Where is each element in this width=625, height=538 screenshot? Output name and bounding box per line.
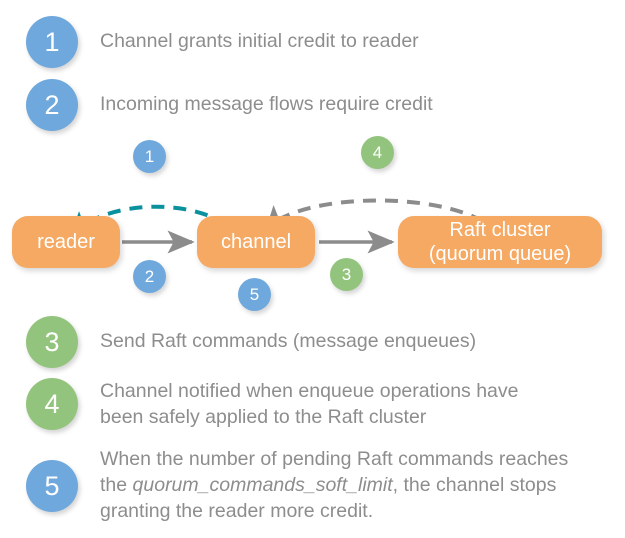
legend-text-5-part2: , the channel stops granting the reader … [100,474,557,522]
edge-badge-4: 4 [361,136,394,169]
legend-badge-3: 3 [26,316,78,368]
legend-text-1: Channel grants initial credit to reader [100,30,419,52]
legend-item-2: 2 Incoming message flows require credit [26,79,586,131]
legend-item-5: 5 When the number of pending Raft comman… [26,446,621,524]
legend-badge-4: 4 [26,378,78,430]
edge-badge-1: 1 [133,140,166,173]
legend-text-5: When the number of pending Raft commands… [78,446,568,524]
node-channel[interactable]: channel [197,216,315,268]
legend-badge-1: 1 [26,16,78,68]
legend-badge-5: 5 [26,460,78,512]
node-raft-cluster[interactable]: Raft cluster (quorum queue) [398,216,602,268]
edge-badge-3: 3 [330,258,363,291]
legend-badge-2: 2 [26,79,78,131]
edge-badge-5: 5 [238,278,271,311]
legend-text-5-part1: When the number of pending Raft commands… [100,448,569,496]
legend-text-3: Send Raft commands (message enqueues) [100,330,477,352]
legend-text-4: Channel notified when enqueue operations… [100,380,519,428]
legend-text-2: Incoming message flows require credit [100,93,433,115]
legend-item-1: 1 Channel grants initial credit to reade… [26,16,586,68]
legend-item-4: 4 Channel notified when enqueue operatio… [26,378,611,430]
node-reader[interactable]: reader [12,216,120,268]
legend-item-3: 3 Send Raft commands (message enqueues) [26,316,611,368]
flow-diagram: reader channel Raft cluster (quorum queu… [0,125,625,315]
edge-badge-2: 2 [133,260,166,293]
legend-text-5-setting-name: quorum_commands_soft_limit [132,474,393,496]
